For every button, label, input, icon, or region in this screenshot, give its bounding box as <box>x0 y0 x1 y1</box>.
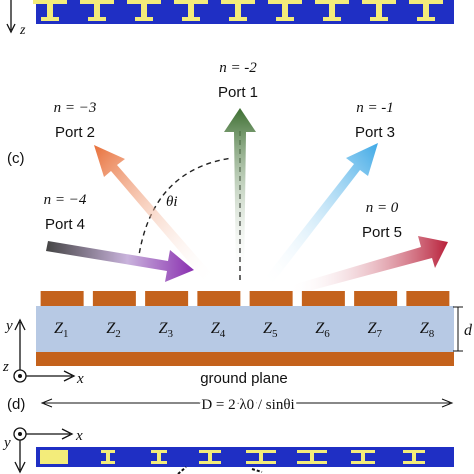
top-strip-element <box>409 0 443 21</box>
period-indicator <box>40 398 454 408</box>
top-strip-elements <box>33 0 443 21</box>
arrow-port4 <box>46 241 194 282</box>
metal-pads <box>40 291 450 306</box>
impedance-label: Z5 <box>263 320 278 340</box>
thickness-label: d <box>464 322 473 339</box>
bottom-strip <box>36 447 454 467</box>
metal-pad <box>301 291 345 306</box>
top-strip-element <box>80 0 114 21</box>
bottom-strip-element <box>246 450 276 464</box>
metal-pad <box>92 291 136 306</box>
impedance-label: Z7 <box>368 320 383 340</box>
svg-text:x: x <box>75 428 83 444</box>
top-strip-element <box>33 0 67 21</box>
bottom-dashed-marks <box>177 466 263 474</box>
panel-c-label: (c) <box>7 150 25 167</box>
svg-text:z: z <box>2 359 9 375</box>
theta-label: θi <box>166 194 178 210</box>
svg-text:n = -2: n = -2 <box>219 60 257 76</box>
arrow-port2 <box>94 145 213 281</box>
svg-text:Port 1: Port 1 <box>218 84 258 101</box>
port5-label: n = 0 Port 5 <box>362 200 402 241</box>
metal-pad <box>354 291 398 306</box>
arrow-port1 <box>224 108 256 280</box>
bottom-strip-wide-element <box>40 450 68 464</box>
metal-pad <box>249 291 293 306</box>
top-strip-element <box>362 0 396 21</box>
port1-label: n = -2 Port 1 <box>218 60 258 101</box>
svg-text:y: y <box>4 318 13 334</box>
top-strip-element <box>268 0 302 21</box>
thickness-indicator: d <box>453 306 473 352</box>
metal-pad <box>145 291 189 306</box>
impedance-label: Z6 <box>315 320 330 340</box>
svg-text:n = −4: n = −4 <box>44 192 87 208</box>
svg-text:Port 4: Port 4 <box>45 216 85 233</box>
bottom-strip-element <box>199 450 221 464</box>
svg-text:Port 5: Port 5 <box>362 224 402 241</box>
port4-label: n = −4 Port 4 <box>44 192 87 233</box>
arrow-port5 <box>289 236 448 296</box>
panel-d-label: (d) <box>7 396 25 413</box>
port3-label: n = -1 Port 3 <box>355 100 395 141</box>
impedance-labels: Z1 Z2 Z3 Z4 Z5 Z6 Z7 Z8 <box>54 320 435 340</box>
top-z-label: z <box>19 23 26 38</box>
bottom-strip-element <box>297 450 327 464</box>
arrow-port3 <box>264 143 378 284</box>
top-strip <box>33 0 454 24</box>
bottom-strip-elements <box>101 450 425 464</box>
top-strip-element <box>127 0 161 21</box>
panel-d-axes: y x <box>2 427 83 474</box>
bottom-strip-element <box>151 450 167 464</box>
svg-text:x: x <box>76 371 84 387</box>
ground-plane-layer <box>36 352 454 366</box>
bottom-strip-element <box>351 450 375 464</box>
svg-text:Port 3: Port 3 <box>355 124 395 141</box>
metal-pad <box>197 291 241 306</box>
substrate-layer <box>36 306 454 352</box>
top-strip-element <box>221 0 255 21</box>
svg-text:Port 2: Port 2 <box>55 124 95 141</box>
period-label: D = 2 λ0 / sinθi <box>201 397 294 413</box>
metal-pad <box>406 291 450 306</box>
bottom-strip-element <box>101 450 115 464</box>
impedance-label: Z8 <box>420 320 435 340</box>
port2-label: n = −3 Port 2 <box>54 100 97 141</box>
top-strip-element <box>174 0 208 21</box>
svg-text:n = −3: n = −3 <box>54 100 97 116</box>
impedance-label: Z3 <box>159 320 174 340</box>
bottom-strip-substrate <box>36 447 454 467</box>
svg-text:n = -1: n = -1 <box>356 100 394 116</box>
impedance-label: Z4 <box>211 320 226 340</box>
impedance-label: Z1 <box>54 320 68 340</box>
svg-text:n = 0: n = 0 <box>366 200 399 216</box>
impedance-label: Z2 <box>106 320 120 340</box>
bottom-strip-element <box>403 450 425 464</box>
metal-pad <box>40 291 84 306</box>
angle-arc <box>137 157 233 263</box>
top-z-axis: z <box>6 0 26 38</box>
panel-c-axes: y x z <box>2 318 84 387</box>
metagrating-structure: Z1 Z2 Z3 Z4 Z5 Z6 Z7 Z8 <box>36 291 454 366</box>
svg-text:y: y <box>2 435 11 451</box>
ground-plane-label: ground plane <box>200 370 288 387</box>
top-strip-element <box>315 0 349 21</box>
